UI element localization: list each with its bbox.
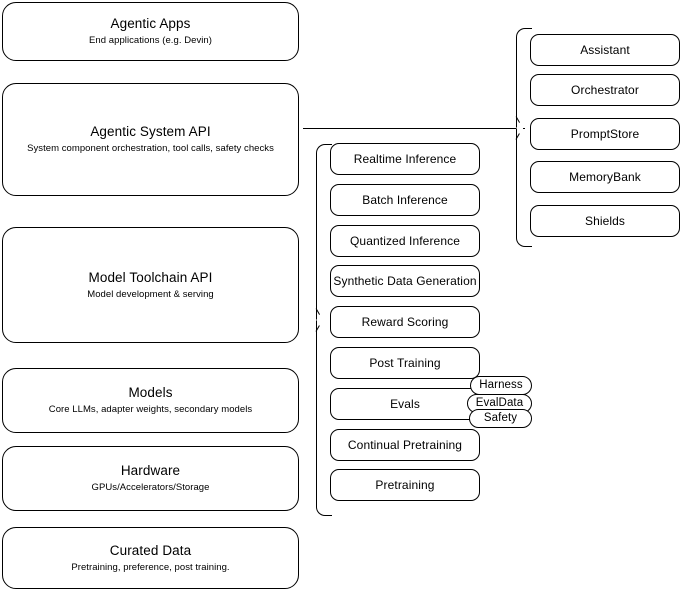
component-label: Orchestrator <box>571 83 639 97</box>
component-assistant[interactable]: Assistant <box>530 34 680 66</box>
bracket-notch-toolchain <box>316 314 323 326</box>
badge-harness[interactable]: Harness <box>470 376 532 395</box>
layer-hardware[interactable]: Hardware GPUs/Accelerators/Storage <box>2 446 299 511</box>
component-promptstore[interactable]: PromptStore <box>530 118 680 150</box>
layer-subtitle: GPUs/Accelerators/Storage <box>91 482 210 493</box>
layer-title: Model Toolchain API <box>88 269 213 285</box>
layer-title: Agentic System API <box>90 124 211 139</box>
layer-subtitle: Model development & serving <box>87 288 214 300</box>
layer-subtitle: System component orchestration, tool cal… <box>27 143 274 154</box>
capability-post-training[interactable]: Post Training <box>330 347 480 379</box>
capability-label: Post Training <box>369 356 441 370</box>
layer-subtitle: End applications (e.g. Devin) <box>89 35 212 46</box>
capability-quantized-inference[interactable]: Quantized Inference <box>330 225 480 257</box>
component-label: PromptStore <box>570 127 640 141</box>
component-label: MemoryBank <box>569 170 641 184</box>
component-memorybank[interactable]: MemoryBank <box>530 161 680 193</box>
layer-agentic-apps[interactable]: Agentic Apps End applications (e.g. Devi… <box>2 2 299 61</box>
component-label: Assistant <box>580 43 630 57</box>
connector-agentic-system-to-components <box>303 128 525 130</box>
badge-safety[interactable]: Safety <box>469 409 532 428</box>
capability-reward-scoring[interactable]: Reward Scoring <box>330 306 480 338</box>
layer-subtitle: Pretraining, preference, post training. <box>71 561 230 573</box>
capability-batch-inference[interactable]: Batch Inference <box>330 184 480 216</box>
capability-label: Batch Inference <box>362 193 448 207</box>
capability-realtime-inference[interactable]: Realtime Inference <box>330 143 480 175</box>
layer-subtitle: Core LLMs, adapter weights, secondary mo… <box>48 404 253 415</box>
layer-curated-data[interactable]: Curated Data Pretraining, preference, po… <box>2 527 299 589</box>
capability-continual-pretraining[interactable]: Continual Pretraining <box>330 429 480 461</box>
component-shields[interactable]: Shields <box>530 205 680 237</box>
component-label: Shields <box>584 214 626 228</box>
capability-label: Synthetic Data Generation <box>333 274 477 288</box>
layer-title: Curated Data <box>109 542 192 558</box>
capability-label: Quantized Inference <box>350 234 460 248</box>
badge-label: EvalData <box>475 397 524 409</box>
bracket-notch-strokes-components <box>515 116 524 140</box>
capability-pretraining[interactable]: Pretraining <box>330 469 480 501</box>
layer-title: Hardware <box>120 463 181 478</box>
component-orchestrator[interactable]: Orchestrator <box>530 74 680 106</box>
capability-label: Evals <box>390 397 420 411</box>
badge-label: Harness <box>479 379 523 391</box>
capability-label: Continual Pretraining <box>347 438 463 452</box>
capability-evals[interactable]: Evals <box>330 388 480 420</box>
capability-label: Pretraining <box>375 478 435 492</box>
bracket-notch-components <box>516 122 523 134</box>
capability-label: Reward Scoring <box>361 315 449 329</box>
layer-models[interactable]: Models Core LLMs, adapter weights, secon… <box>2 368 299 433</box>
badge-label: Safety <box>483 412 518 424</box>
layer-model-toolchain-api[interactable]: Model Toolchain API Model development & … <box>2 227 299 343</box>
capability-label: Realtime Inference <box>353 152 457 166</box>
bracket-notch-strokes-toolchain <box>315 308 324 332</box>
capability-synthetic-data-generation[interactable]: Synthetic Data Generation <box>330 265 480 297</box>
layer-title: Models <box>128 385 173 400</box>
layer-title: Agentic Apps <box>110 16 191 31</box>
layer-agentic-system-api[interactable]: Agentic System API System component orch… <box>2 83 299 196</box>
